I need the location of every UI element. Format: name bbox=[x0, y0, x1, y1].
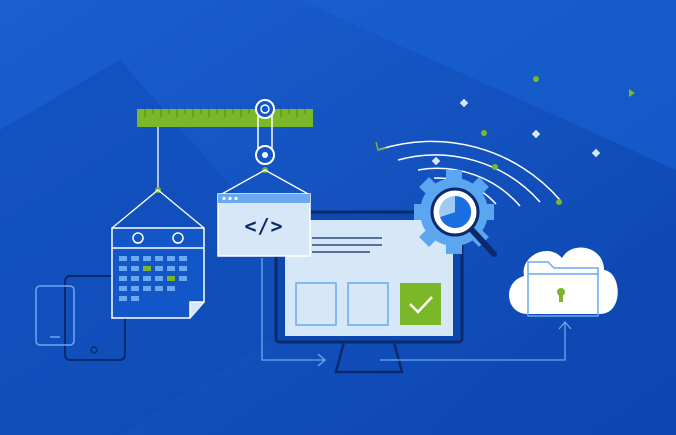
signal-dot bbox=[492, 164, 498, 170]
signal-arrowhead bbox=[375, 141, 387, 151]
signal-dot bbox=[431, 156, 441, 166]
signal-dot bbox=[533, 76, 539, 82]
signal-dot bbox=[629, 89, 635, 97]
code-window-text: </> bbox=[244, 214, 284, 238]
signal-dot bbox=[556, 199, 562, 205]
background-shape bbox=[0, 0, 676, 170]
code-window-hanger bbox=[219, 169, 311, 196]
ruler-crane-icon bbox=[137, 109, 313, 127]
code-window-icon bbox=[217, 193, 311, 257]
magnifier-icon bbox=[430, 187, 497, 257]
calendar-hanger bbox=[111, 189, 205, 229]
checkmark-icon bbox=[400, 283, 441, 325]
flow-arrows bbox=[261, 258, 572, 367]
pulley-icon bbox=[255, 99, 275, 165]
signal-dot bbox=[459, 98, 469, 108]
smartphone-icon bbox=[35, 285, 75, 346]
signal-dot bbox=[481, 130, 487, 136]
cloud-folder-lock-icon bbox=[509, 247, 618, 317]
calendar-icon bbox=[111, 227, 205, 319]
